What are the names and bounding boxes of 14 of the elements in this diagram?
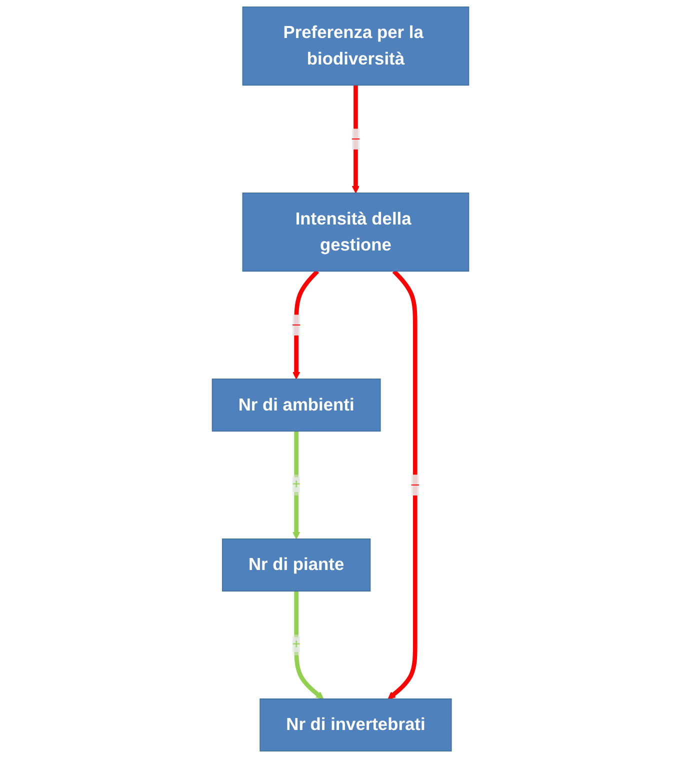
node-box: Nr di piante: [222, 538, 371, 592]
node-box: Nr di ambienti: [212, 378, 381, 432]
arrow: [388, 270, 418, 700]
arrow: [294, 591, 324, 700]
edge-label: –: [352, 131, 360, 146]
node-box: Intensità della gestione: [242, 192, 470, 272]
edge-label: –: [292, 317, 300, 332]
node-box: Preferenza per la biodiversità: [242, 6, 470, 86]
edge-label: +: [292, 477, 300, 492]
node-box: Nr di invertebrati: [260, 698, 452, 752]
arrow: [292, 270, 320, 380]
edge-label: +: [292, 637, 300, 652]
edge-label: –: [411, 477, 419, 492]
arrow: [352, 85, 360, 194]
